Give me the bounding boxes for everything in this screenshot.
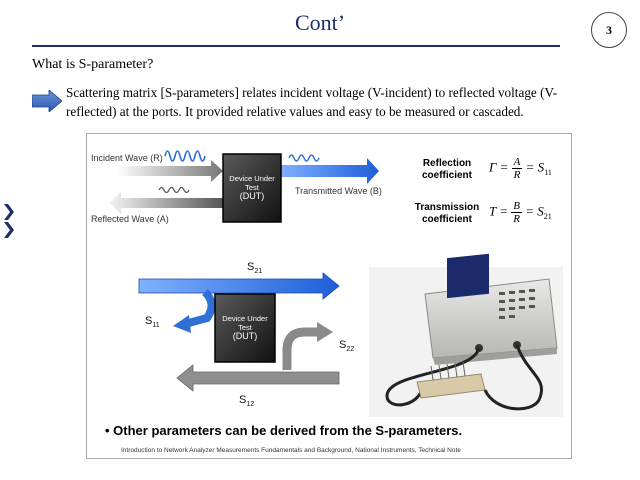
bullet-text: Scattering matrix [S-parameters] relates… xyxy=(66,85,558,119)
transmitted-wave-icon xyxy=(288,154,320,162)
transmission-line2: coefficient xyxy=(421,214,472,225)
dut-bottom-abbr: (DUT) xyxy=(232,331,258,341)
s22-letter: S xyxy=(339,339,347,351)
t-numerator: B xyxy=(511,200,523,213)
s12-letter: S xyxy=(239,394,247,406)
t-subscript: 21 xyxy=(543,212,552,222)
dut-line2: Test xyxy=(245,183,259,192)
incident-arrow xyxy=(117,160,223,182)
transmission-coefficient-label: Transmission coefficient xyxy=(403,202,491,226)
s11-arrow xyxy=(173,289,216,333)
title-underline xyxy=(32,45,560,47)
s12-arrow xyxy=(176,364,340,392)
s12-subscript: 12 xyxy=(246,401,255,409)
gamma-numerator: A xyxy=(511,156,523,169)
gamma-rhs: = S xyxy=(525,159,545,175)
figure-graphics xyxy=(109,150,563,417)
page-number-badge: 3 xyxy=(591,12,627,48)
s11-letter: S xyxy=(145,315,153,327)
derived-parameters-note: • Other parameters can be derived from t… xyxy=(105,423,463,438)
network-analyzer-photo xyxy=(369,253,563,417)
citation-text: Introduction to Network Analyzer Measure… xyxy=(121,447,461,454)
transmitted-arrow xyxy=(281,158,379,184)
question-heading: What is S-parameter? xyxy=(32,57,154,72)
gamma-lhs: Γ = xyxy=(489,159,509,175)
reflected-wave-label: Reflected Wave (A) xyxy=(91,214,169,224)
dut-line1: Device Under xyxy=(229,174,275,183)
t-lhs: T = xyxy=(489,203,509,219)
dut-bottom-line2: Test xyxy=(238,323,252,332)
s22-subscript: 22 xyxy=(346,346,355,354)
incident-wave-label: Incident Wave (R) xyxy=(91,153,163,163)
bullet-arrow-icon xyxy=(32,90,62,112)
reflection-line1: Reflection xyxy=(422,158,472,169)
dut-box-top xyxy=(222,153,282,223)
s-parameter-figure: Incident Wave (R) Reflected Wave (A) Tra… xyxy=(86,133,572,459)
dut-bottom-line1: Device Under xyxy=(222,314,268,323)
gamma-subscript: 11 xyxy=(544,168,552,178)
s12-label: S12 xyxy=(239,394,254,408)
incident-wave-icon xyxy=(164,150,206,162)
dut-box-bottom xyxy=(214,293,276,363)
reflected-arrow xyxy=(109,192,223,214)
s21-label: S21 xyxy=(247,261,262,275)
reflection-coefficient-label: Reflection coefficient xyxy=(407,158,487,182)
side-chevron-icon xyxy=(4,204,14,238)
dut-label-bottom: Device Under Test (DUT) xyxy=(215,314,275,341)
s11-subscript: 11 xyxy=(152,322,160,330)
reflection-line2: coefficient xyxy=(421,170,472,181)
t-rhs: = S xyxy=(525,203,544,219)
transmitted-wave-label: Transmitted Wave (B) xyxy=(295,186,382,196)
slide-title: Cont’ xyxy=(294,10,346,35)
s11-label: S11 xyxy=(145,315,160,329)
s22-arrow xyxy=(282,322,333,370)
transmission-line1: Transmission xyxy=(414,202,480,213)
reflected-wave-icon xyxy=(158,186,190,194)
dut-label-top: Device Under Test (DUT) xyxy=(223,174,281,201)
t-denominator: R xyxy=(513,213,521,225)
s21-subscript: 21 xyxy=(254,268,263,276)
gamma-denominator: R xyxy=(513,169,521,181)
s21-letter: S xyxy=(247,261,255,273)
dut-abbr: (DUT) xyxy=(239,191,265,201)
s22-label: S22 xyxy=(339,339,354,353)
